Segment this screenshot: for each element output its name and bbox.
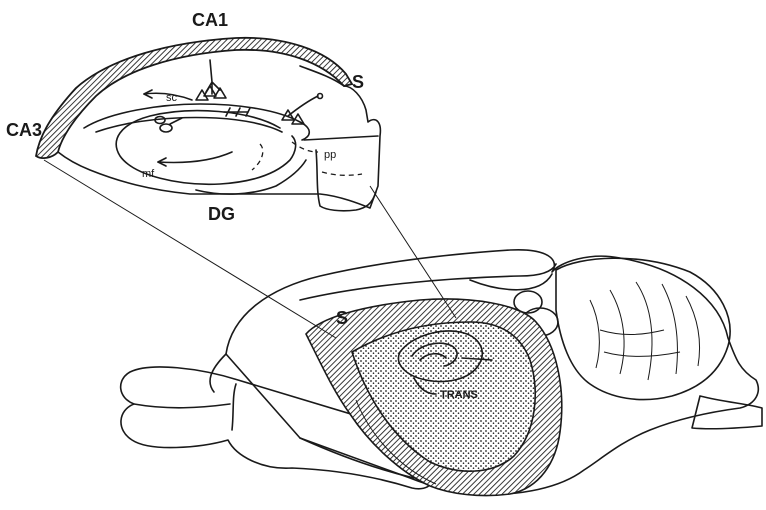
rat-brain <box>121 250 762 496</box>
label-ca3: CA3 <box>6 120 42 140</box>
brainstem <box>692 396 762 429</box>
label-s-top: S <box>352 72 364 92</box>
hippocampal-slice <box>36 38 380 211</box>
label-sc: sc <box>166 92 178 104</box>
label-s-brain: S <box>336 308 348 328</box>
label-ca1: CA1 <box>192 10 228 30</box>
label-dg: DG <box>208 204 235 224</box>
label-pp: pp <box>324 149 336 161</box>
label-trans: TRANS <box>440 389 478 401</box>
label-mf: mf <box>142 168 155 180</box>
cerebellum <box>556 258 730 399</box>
